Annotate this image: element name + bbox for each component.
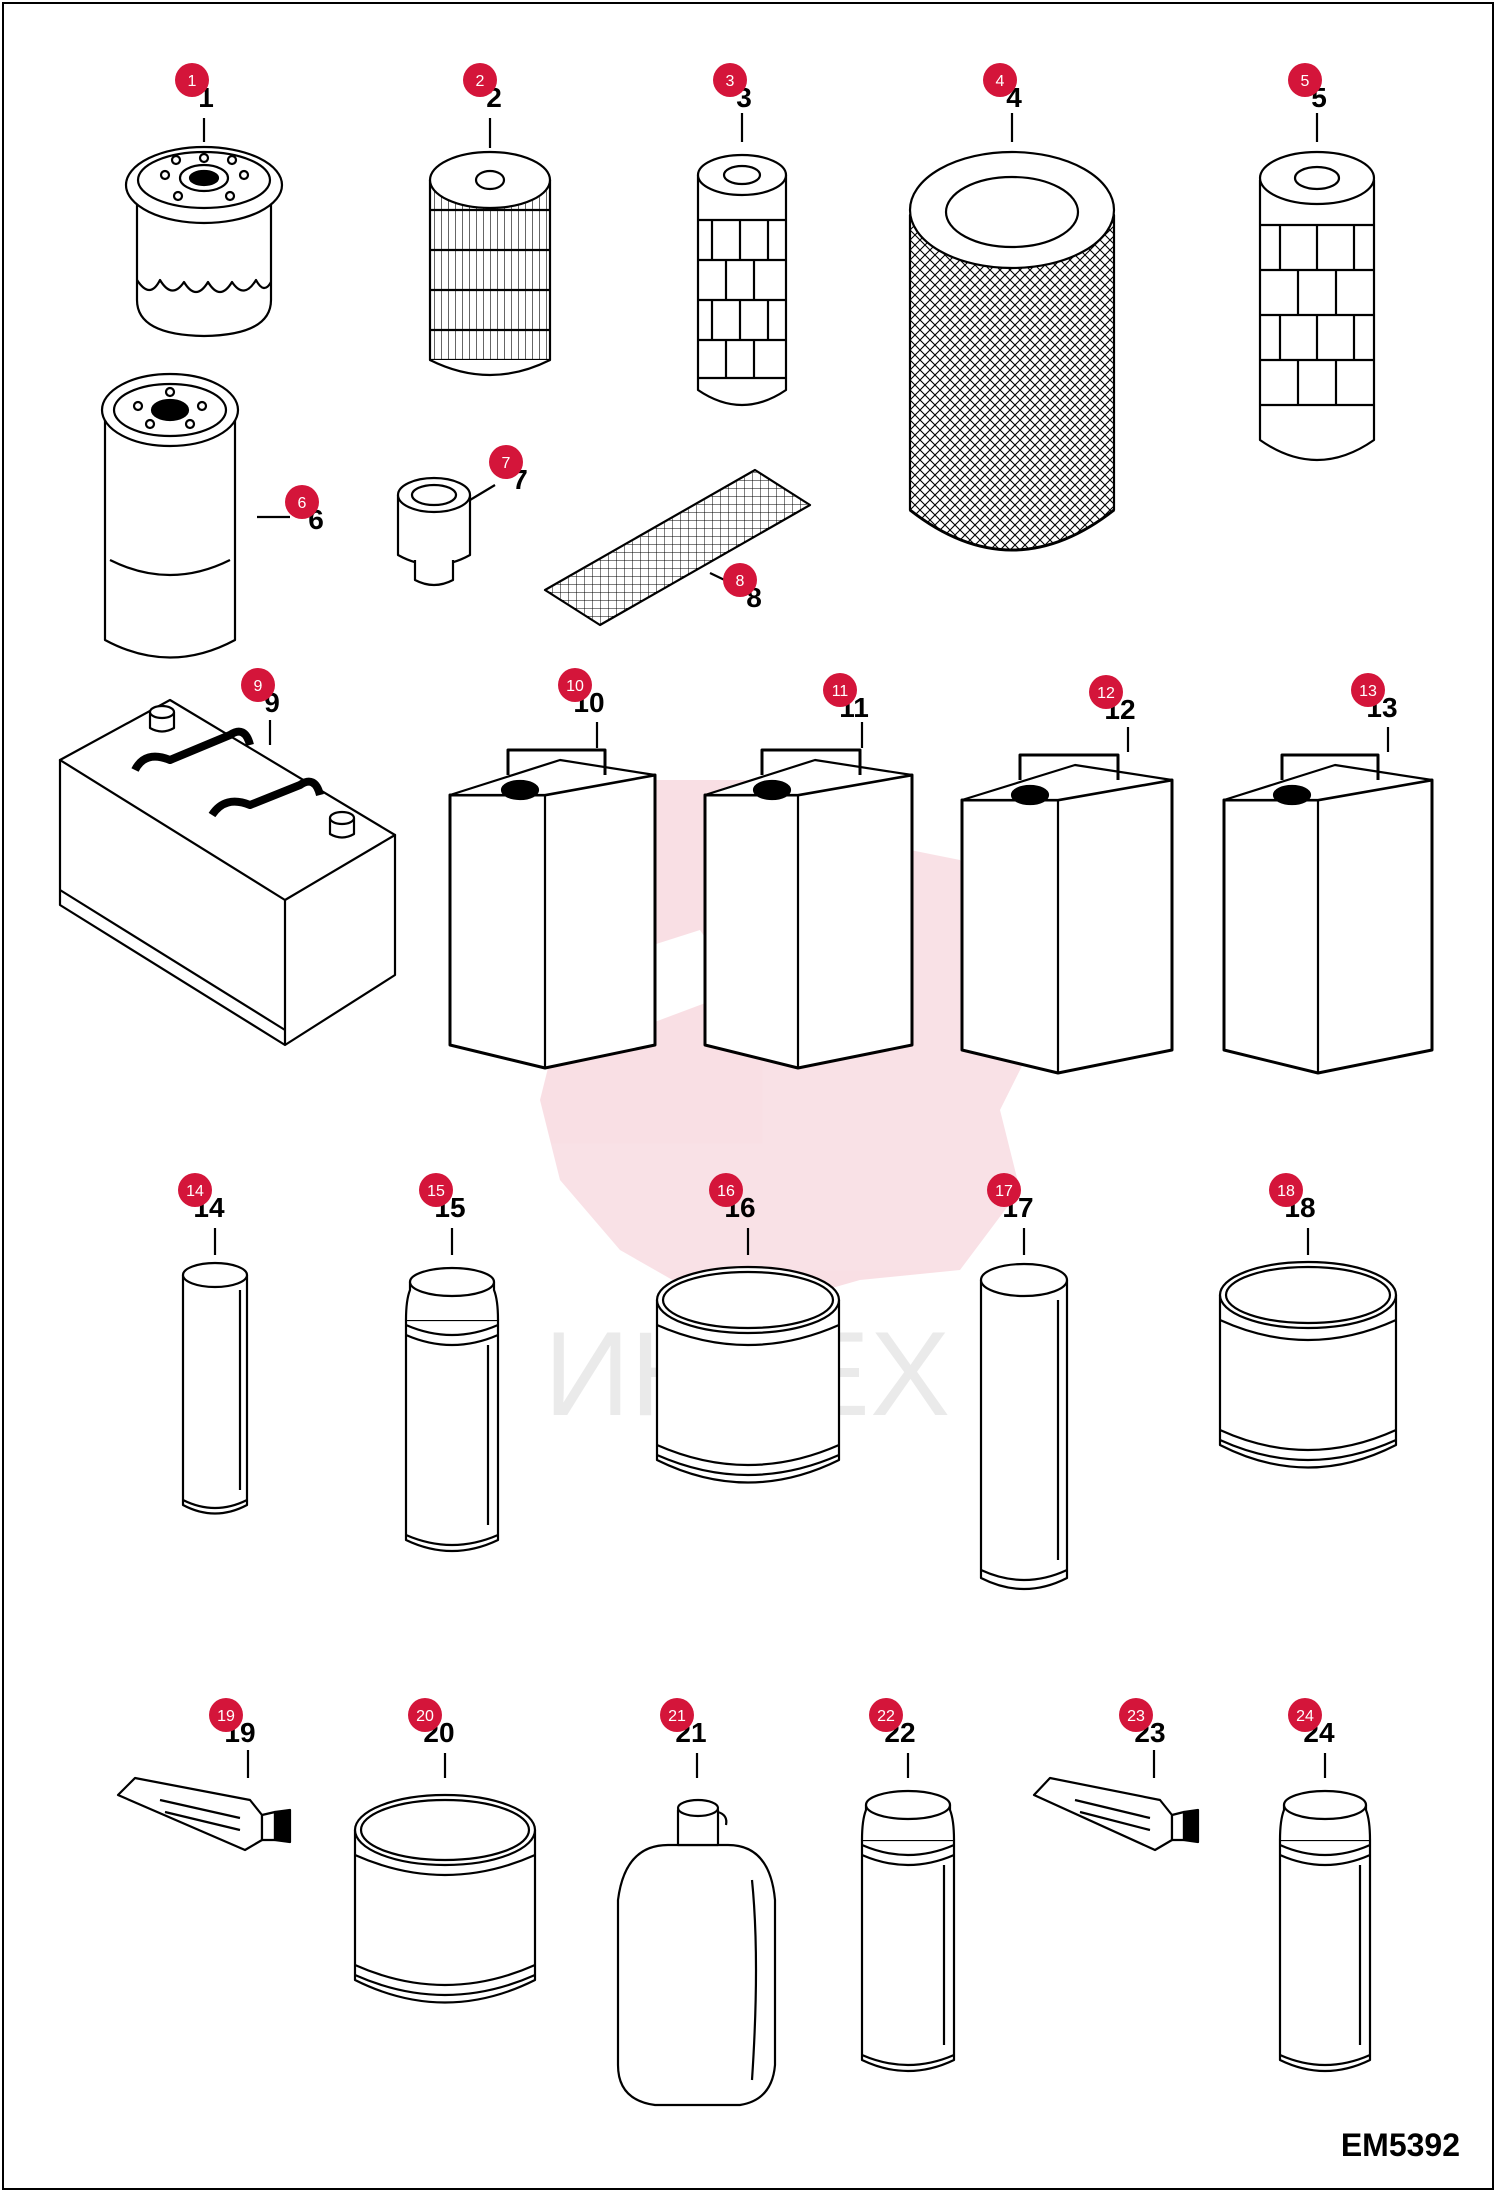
hydraulic-filter-5	[1258, 113, 1376, 462]
grease-tin-16	[655, 1228, 841, 1484]
callout-badge	[823, 673, 857, 707]
callout-badge-label: 19	[217, 1708, 235, 1725]
callout-4: 44	[983, 63, 1022, 113]
callout-badge-label: 1	[188, 73, 197, 90]
callout-badge	[709, 1173, 743, 1207]
callout-2: 22	[463, 63, 502, 113]
callout-badge-label: 22	[877, 1708, 895, 1725]
callout-badge-label: 12	[1097, 685, 1115, 702]
callout-9: 99	[241, 668, 280, 718]
oil-canister-11	[703, 722, 914, 1070]
callout-badge-label: 5	[1301, 73, 1310, 90]
callout-badge	[408, 1698, 442, 1732]
callout-badge-label: 3	[726, 73, 735, 90]
callout-badge	[175, 63, 209, 97]
callout-badge-label: 21	[668, 1708, 686, 1725]
grease-cartridge-14	[181, 1228, 249, 1515]
oil-canister-10	[448, 722, 657, 1070]
callout-badge	[869, 1698, 903, 1732]
callout-badge-label: 4	[996, 73, 1005, 90]
spray-can-24	[1278, 1753, 1372, 2073]
grease-tin-20	[353, 1753, 537, 2004]
fuel-filter-6	[100, 372, 290, 659]
callout-badge	[285, 485, 319, 519]
callout-badge-label: 15	[427, 1183, 445, 1200]
callout-badge	[660, 1698, 694, 1732]
bottle-21	[616, 1753, 777, 2107]
callout-badge	[1119, 1698, 1153, 1732]
callout-badge	[463, 63, 497, 97]
oil-filter-1	[124, 118, 284, 338]
breather-7	[396, 476, 496, 587]
document-code: EM5392	[1340, 2127, 1460, 2163]
filter-mesh-8	[543, 468, 812, 627]
battery-9	[58, 698, 397, 1047]
callout-badge-label: 18	[1277, 1183, 1295, 1200]
callout-badge	[723, 563, 757, 597]
spray-can-22	[860, 1753, 956, 2073]
callout-badge	[419, 1173, 453, 1207]
callout-badge	[558, 668, 592, 702]
callout-badge	[983, 63, 1017, 97]
callout-badge	[1351, 673, 1385, 707]
callout-badge	[241, 668, 275, 702]
callout-6: 66	[285, 485, 324, 535]
callout-badge-label: 6	[298, 495, 307, 512]
callout-badge-label: 7	[502, 455, 511, 472]
oil-canister-13	[1222, 727, 1434, 1075]
callout-badge-label: 23	[1127, 1708, 1145, 1725]
callout-badge	[489, 445, 523, 479]
callout-badge	[1269, 1173, 1303, 1207]
callout-badge-label: 10	[566, 678, 584, 695]
grease-cartridge-17	[979, 1228, 1069, 1591]
grease-tin-18	[1218, 1228, 1398, 1469]
callout-badge	[1089, 675, 1123, 709]
callout-badge-label: 13	[1359, 683, 1377, 700]
callout-badge	[209, 1698, 243, 1732]
callout-badge	[1288, 63, 1322, 97]
callout-3: 33	[713, 63, 752, 113]
sealant-tube-19	[116, 1750, 292, 1852]
fuel-filter-element-2	[428, 118, 552, 377]
callout-badge-label: 20	[416, 1708, 434, 1725]
callout-badge-label: 16	[717, 1183, 735, 1200]
callout-7: 77	[489, 445, 528, 495]
callout-badge	[713, 63, 747, 97]
hydraulic-filter-3	[696, 113, 788, 406]
sealant-tube-23	[1032, 1750, 1200, 1852]
callout-badge	[178, 1173, 212, 1207]
callout-badge-label: 2	[476, 73, 485, 90]
callout-badge-label: 24	[1296, 1708, 1314, 1725]
air-filter-4	[908, 113, 1116, 552]
callout-badge	[1288, 1698, 1322, 1732]
callout-badge-label: 8	[736, 573, 745, 590]
spray-can-15	[404, 1228, 500, 1553]
callout-8: 88	[723, 563, 762, 613]
callout-1: 11	[175, 63, 214, 113]
callout-badge-label: 17	[995, 1183, 1013, 1200]
callout-badge-label: 14	[186, 1183, 204, 1200]
oil-canister-12	[960, 727, 1174, 1075]
callout-5: 55	[1288, 63, 1327, 113]
callout-badge-label: 9	[254, 678, 263, 695]
callout-badge	[987, 1173, 1021, 1207]
callout-badge-label: 11	[832, 683, 849, 700]
